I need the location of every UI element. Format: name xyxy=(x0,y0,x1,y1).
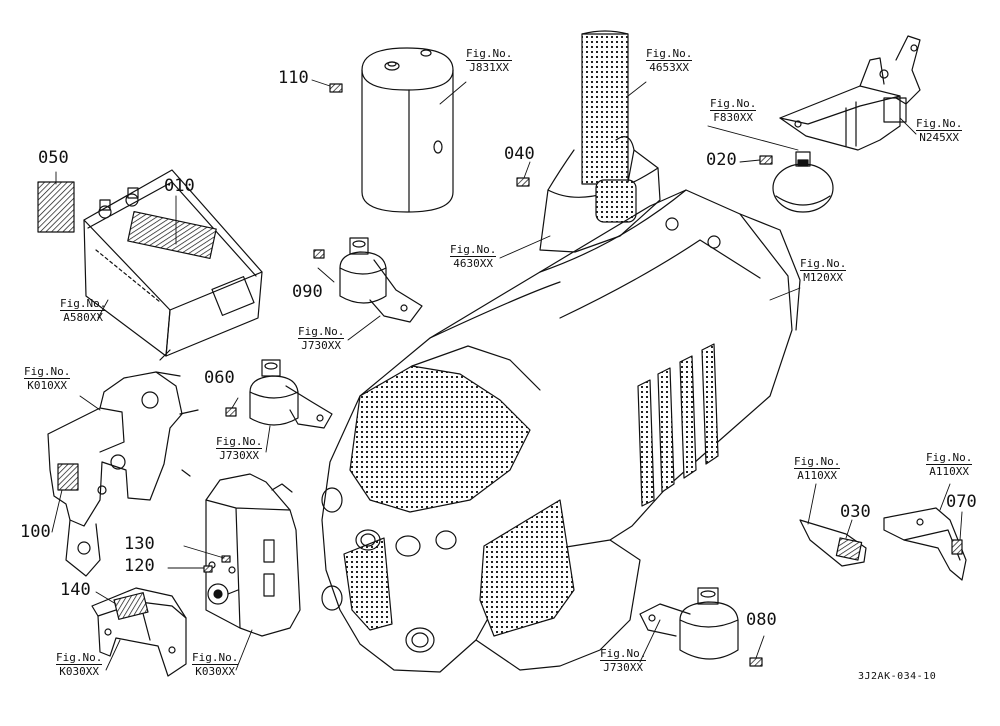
fig-label-k030-a: Fig.No. K030XX xyxy=(56,651,103,677)
decal-bracket-right xyxy=(883,507,967,581)
engine-mount-lower xyxy=(639,587,739,660)
fig-label-n245: Fig.No. N245XX xyxy=(916,117,963,143)
fig-ref: 4630XX xyxy=(450,256,497,269)
fig-label-f830: Fig.No. F830XX xyxy=(710,97,757,123)
fig-ref: A110XX xyxy=(794,468,841,481)
callout-080: 080 xyxy=(746,610,777,630)
gearbox-housing xyxy=(205,473,301,637)
fig-label-k030-b: Fig.No. K030XX xyxy=(192,651,239,677)
fig-ref: A580XX xyxy=(60,310,107,323)
callout-090: 090 xyxy=(292,282,323,302)
fig-prefix: Fig.No. xyxy=(60,297,107,310)
fig-prefix: Fig.No. xyxy=(600,647,647,660)
callout-020: 020 xyxy=(706,150,737,170)
air-tank xyxy=(361,47,454,213)
fig-label-4630: Fig.No. 4630XX xyxy=(450,243,497,269)
mounting-bracket-rear xyxy=(779,35,921,151)
fig-prefix: Fig.No. xyxy=(794,455,841,468)
fig-ref: J730XX xyxy=(216,448,263,461)
fig-label-a110-a: Fig.No. A110XX xyxy=(794,455,841,481)
callout-140: 140 xyxy=(60,580,91,600)
fig-label-4653: Fig.No. 4653XX xyxy=(646,47,693,73)
fig-label-j831: Fig.No. J831XX xyxy=(466,47,513,73)
accumulator xyxy=(772,151,834,213)
fig-prefix: Fig.No. xyxy=(466,47,513,60)
label-080-decal xyxy=(749,657,763,667)
callout-050: 050 xyxy=(38,148,69,168)
callout-010: 010 xyxy=(164,176,195,196)
fig-ref: 4653XX xyxy=(646,60,693,73)
fig-prefix: Fig.No. xyxy=(56,651,103,664)
fig-prefix: Fig.No. xyxy=(710,97,757,110)
cover-plate xyxy=(91,587,187,677)
fig-ref: M120XX xyxy=(800,270,847,283)
exhaust-pipe xyxy=(539,30,661,253)
fig-prefix: Fig.No. xyxy=(450,243,497,256)
label-110-decal xyxy=(329,83,343,93)
front-axle-bracket xyxy=(47,349,199,577)
fig-prefix: Fig.No. xyxy=(916,117,963,130)
fig-prefix: Fig.No. xyxy=(192,651,239,664)
callout-040: 040 xyxy=(504,144,535,164)
fig-label-a110-b: Fig.No. A110XX xyxy=(926,451,973,477)
fig-prefix: Fig.No. xyxy=(800,257,847,270)
callout-110: 110 xyxy=(278,68,309,88)
label-120-decal xyxy=(203,565,213,573)
label-040-decal xyxy=(516,177,530,187)
fig-prefix: Fig.No. xyxy=(216,435,263,448)
label-020-decal xyxy=(759,155,773,165)
fig-prefix: Fig.No. xyxy=(298,325,345,338)
callout-060: 060 xyxy=(204,368,235,388)
fig-label-k010: Fig.No. K010XX xyxy=(24,365,71,391)
hood-body xyxy=(321,189,801,673)
callout-120: 120 xyxy=(124,556,155,576)
label-130-decal xyxy=(221,555,231,563)
decal-bracket-left xyxy=(799,519,867,567)
fig-ref: K030XX xyxy=(192,664,239,677)
callout-100: 100 xyxy=(20,522,51,542)
fig-ref: J730XX xyxy=(298,338,345,351)
fig-label-j730-c: Fig.No. J730XX xyxy=(600,647,647,673)
label-050-decal xyxy=(37,181,75,233)
fig-label-a580: Fig.No. A580XX xyxy=(60,297,107,323)
fig-label-j730-b: Fig.No. J730XX xyxy=(216,435,263,461)
leader-lines xyxy=(51,79,963,671)
battery xyxy=(83,169,263,357)
callout-070: 070 xyxy=(946,492,977,512)
fig-prefix: Fig.No. xyxy=(646,47,693,60)
callout-130: 130 xyxy=(124,534,155,554)
fig-prefix: Fig.No. xyxy=(24,365,71,378)
label-060-decal xyxy=(225,407,237,417)
callout-030: 030 xyxy=(840,502,871,522)
fig-ref: J831XX xyxy=(466,60,513,73)
fig-label-j730-a: Fig.No. J730XX xyxy=(298,325,345,351)
fig-ref: A110XX xyxy=(926,464,973,477)
engine-mount-upper xyxy=(339,237,423,323)
engine-mount-middle xyxy=(249,359,333,429)
label-090-decal xyxy=(313,249,325,259)
fig-ref: F830XX xyxy=(710,110,757,123)
fig-ref: J730XX xyxy=(600,660,647,673)
fig-ref: K030XX xyxy=(56,664,103,677)
fig-ref: K010XX xyxy=(24,378,71,391)
fig-label-m120: Fig.No. M120XX xyxy=(800,257,847,283)
drawing-code: 3J2AK-034-10 xyxy=(858,671,937,682)
fig-prefix: Fig.No. xyxy=(926,451,973,464)
fig-ref: N245XX xyxy=(916,130,963,143)
